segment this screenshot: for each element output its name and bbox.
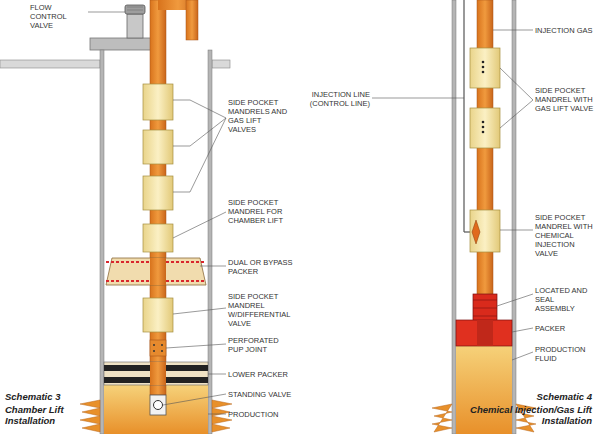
part-label: PACKER: [535, 324, 595, 333]
part-label: INJECTION GAS: [535, 26, 595, 35]
part-label: STANDING VALVE: [228, 390, 318, 399]
schematic-caption: Chemical Injection/Gas Lift Installation: [466, 404, 592, 426]
part-label: PRODUCTION FLUID: [535, 345, 590, 363]
schematic-caption: Schematic 4: [490, 391, 592, 402]
part-label: SIDE POCKET MANDREL WITH CHEMICAL INJECT…: [535, 213, 596, 258]
part-label: LOWER PACKER: [228, 370, 318, 379]
schematic-caption: Chamber Lift Installation: [5, 404, 77, 426]
schematic-caption: Schematic 3: [5, 391, 95, 402]
right-well: [432, 0, 536, 434]
part-label: SIDE POCKET MANDREL W/DIFFERENTIAL VALVE: [228, 292, 304, 328]
part-label: SIDE POCKET MANDRELS AND GAS LIFT VALVES: [228, 98, 288, 134]
part-label: DUAL OR BYPASS PACKER: [228, 258, 294, 276]
part-label: PRODUCTION: [228, 410, 318, 419]
part-label: SIDE POCKET MANDREL FOR CHAMBER LIFT: [228, 198, 288, 225]
part-label: FLOW CONTROL VALVE: [30, 3, 88, 30]
part-label: INJECTION LINE (CONTROL LINE): [296, 90, 370, 108]
part-label: LOCATED AND SEAL ASSEMBLY: [535, 286, 595, 313]
part-label: SIDE POCKET MANDREL WITH GAS LIFT VALVE: [535, 86, 595, 113]
left-well: [0, 0, 232, 434]
leader-lines: [88, 12, 533, 414]
part-label: PERFORATED PUP JOINT: [228, 336, 288, 354]
